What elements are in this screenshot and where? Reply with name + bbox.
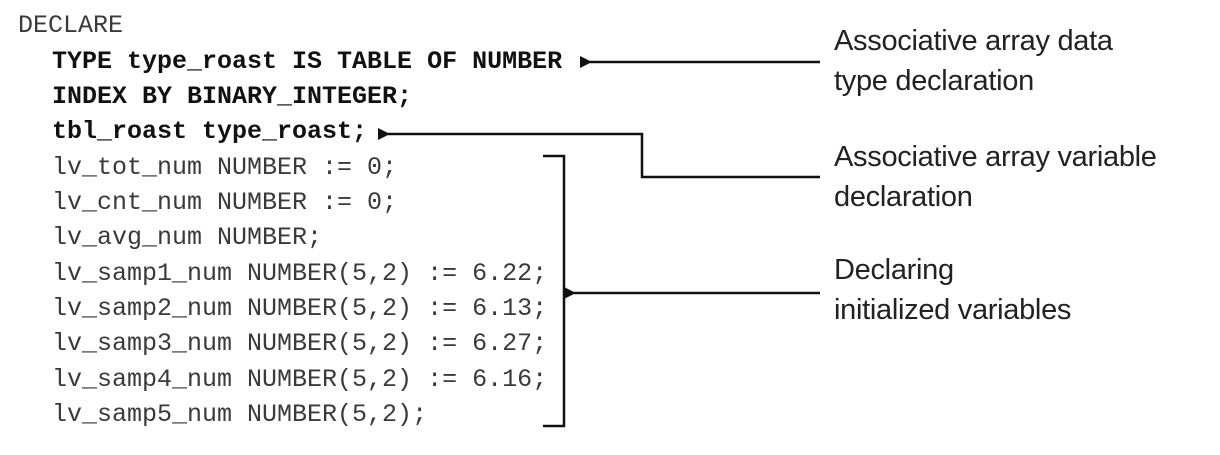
code-line-cnt-num: lv_cnt_num NUMBER := 0; <box>22 188 398 217</box>
callout-arrows <box>378 56 820 428</box>
code-line-samp3: lv_samp3_num NUMBER(5,2) := 6.27; <box>22 329 548 358</box>
code-line-samp5: lv_samp5_num NUMBER(5,2); <box>22 400 428 429</box>
code-line-samp1: lv_samp1_num NUMBER(5,2) := 6.22; <box>22 259 548 288</box>
annotation-variable-declaration-line2: declaration <box>834 181 973 213</box>
annotation-type-declaration-line2: type declaration <box>834 65 1034 97</box>
code-line-tot-num: lv_tot_num NUMBER := 0; <box>22 153 398 182</box>
annotation-initialized-variables: Declaring initialized variables <box>834 250 1071 330</box>
code-line-samp4: lv_samp4_num NUMBER(5,2) := 6.16; <box>22 365 548 394</box>
annotation-initialized-variables-line1: Declaring <box>834 254 954 286</box>
code-line-index-by: INDEX BY BINARY_INTEGER; <box>22 82 413 111</box>
bracket-initialized-variables <box>543 154 566 428</box>
annotation-type-declaration-line1: Associative array data <box>834 25 1113 57</box>
code-line-declare: DECLARE <box>18 11 124 40</box>
code-listing: DECLARE TYPE type_roast IS TABLE OF NUMB… <box>0 0 562 455</box>
arrow-variable-declaration <box>378 128 820 179</box>
code-line-avg-num: lv_avg_num NUMBER; <box>22 223 323 252</box>
annotation-variable-declaration-line1: Associative array variable <box>834 141 1157 173</box>
annotation-type-declaration: Associative array data type declaration <box>834 21 1113 101</box>
code-line-samp2: lv_samp2_num NUMBER(5,2) := 6.13; <box>22 294 548 323</box>
code-line-tbl-roast: tbl_roast type_roast; <box>22 117 368 146</box>
annotation-variable-declaration: Associative array variable declaration <box>834 137 1157 217</box>
annotation-initialized-variables-line2: initialized variables <box>834 294 1072 326</box>
code-line-type: TYPE type_roast IS TABLE OF NUMBER <box>22 47 563 76</box>
